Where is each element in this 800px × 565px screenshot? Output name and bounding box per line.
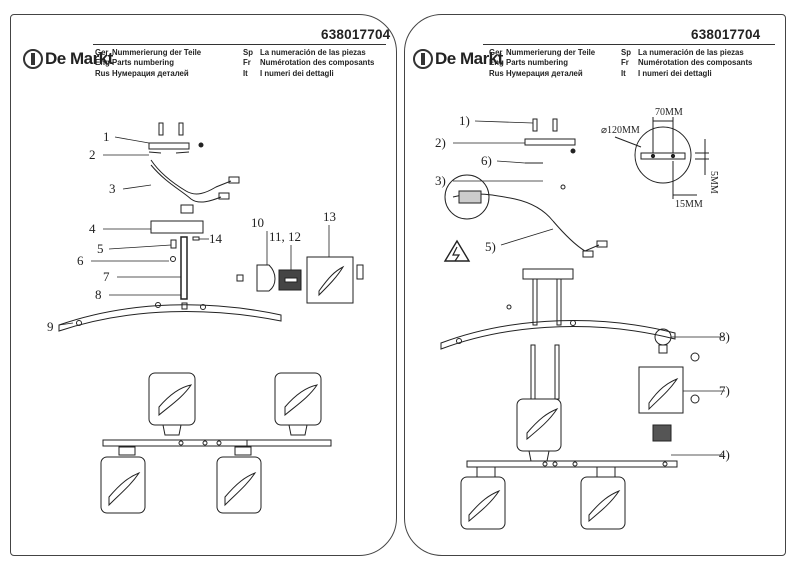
ceiling-plate — [444, 174, 490, 220]
glass-shade — [306, 256, 354, 304]
curved-arm — [440, 320, 676, 350]
header-rule — [93, 44, 386, 45]
bulb-holder — [256, 264, 276, 292]
part-label-1: 1 — [103, 129, 110, 144]
part-label-9: 9 — [47, 319, 54, 334]
glass-shade — [638, 366, 684, 414]
document-number: 638017704 — [691, 27, 761, 42]
dim-hole-spacing: 70MM — [655, 107, 683, 118]
step-label-7: 7) — [719, 383, 730, 398]
part-label-5: 5 — [97, 241, 104, 256]
dim-plate-diameter: ⌀120MM — [601, 125, 640, 136]
rod — [180, 236, 188, 300]
mounting-bracket — [148, 122, 204, 154]
step-label-3: 3) — [435, 173, 446, 188]
step-label-8: 8) — [719, 329, 730, 344]
part-label-13: 13 — [323, 209, 336, 224]
brand-name: De Markt — [45, 49, 113, 68]
part-label-4: 4 — [89, 221, 96, 236]
part-label-8: 8 — [95, 287, 102, 302]
part-label-3: 3 — [109, 181, 116, 196]
canopy — [150, 220, 204, 234]
step-label-1: 1) — [459, 113, 470, 128]
part-label-7: 7 — [103, 269, 110, 284]
step-label-6: 6) — [481, 153, 492, 168]
part-label-10: 10 — [251, 215, 264, 230]
dim-slot-width: 5MM — [708, 171, 719, 194]
brand-name: De Markt — [435, 49, 503, 68]
left-parts-diagram: 1 2 3 4 5 6 7 8 9 10 11, 12 13 14 — [47, 122, 364, 514]
right-assembly-diagram: 1) 2) 6) 3) 5) 8) 7) 4) ⌀120MM 70MM 5MM … — [435, 107, 730, 530]
header-rule — [483, 44, 775, 45]
document-number: 638017704 — [321, 27, 391, 42]
logo-mark-icon — [413, 49, 433, 69]
part-label-6: 6 — [77, 253, 84, 268]
brand-logo: De Markt — [413, 49, 503, 69]
part-label-2: 2 — [89, 147, 96, 162]
brand-logo: De Markt — [23, 49, 113, 69]
step-label-5: 5) — [485, 239, 496, 254]
part-label-14: 14 — [209, 231, 223, 246]
canopy — [522, 268, 574, 280]
wire-bundle — [150, 159, 232, 195]
assembled-lamp — [460, 344, 678, 530]
dimension-plate — [634, 126, 692, 184]
assembled-lamp — [100, 372, 332, 514]
curved-arm — [58, 304, 282, 332]
dim-offset: 15MM — [675, 199, 703, 210]
part-label-11-12: 11, 12 — [269, 229, 301, 244]
logo-mark-icon — [23, 49, 43, 69]
mounting-bracket — [524, 138, 576, 146]
step-label-2: 2) — [435, 135, 446, 150]
warning-icon — [443, 239, 471, 262]
step-label-4: 4) — [719, 447, 730, 462]
